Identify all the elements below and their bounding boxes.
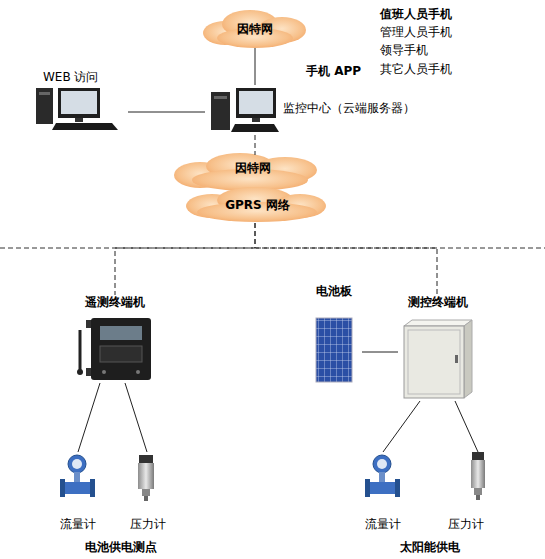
connector: [115, 223, 255, 295]
sensor-node: 压力计: [438, 452, 493, 534]
connector: [455, 401, 478, 452]
cloud-node: GPRS 网络: [190, 190, 325, 223]
flow-meter: [60, 455, 95, 497]
node-text: 测控终端机: [408, 295, 468, 310]
node-text: 监控中心（云端服务器）: [283, 101, 415, 116]
pressure-gauge: [471, 452, 485, 500]
sensor-node: 压力计: [120, 452, 175, 534]
label-text: 管理人员手机: [380, 25, 452, 40]
node-text: GPRS 网络: [225, 198, 290, 213]
connector: [383, 401, 420, 452]
control-cabinet: [404, 320, 472, 398]
flow-meter: [365, 455, 400, 497]
terminal-node: 遥测终端机: [70, 295, 160, 383]
computer-icon: [211, 88, 279, 132]
terminal-node: 测控终端机: [398, 295, 478, 401]
label-text: 手机 APP: [306, 64, 361, 79]
sensor-node: 流量计: [355, 452, 410, 534]
node-text: 电池板: [316, 284, 352, 299]
cloud-node: 因特网: [178, 155, 328, 187]
label-text: 太阳能供电: [400, 540, 460, 555]
cloud-shape: [174, 10, 326, 222]
computer-icon: [36, 88, 118, 130]
panel-node: 电池板: [306, 284, 362, 384]
label-text: 其它人员手机: [380, 62, 452, 77]
cloud-node: 因特网: [200, 10, 310, 48]
server-node: 监控中心（云端服务器）: [205, 85, 450, 135]
node-text: 流量计: [365, 517, 401, 532]
label-text: 领导手机: [380, 43, 428, 58]
node-text: 遥测终端机: [85, 295, 145, 310]
connector: [255, 135, 256, 155]
node-text: 流量计: [60, 517, 96, 532]
node-text: WEB 访问: [43, 70, 99, 85]
connector: [78, 383, 100, 452]
connector: [125, 383, 147, 452]
node-text: 压力计: [448, 517, 484, 532]
label-text: 电池供电测点: [85, 540, 157, 555]
node-text: 因特网: [235, 161, 271, 176]
node-text: 因特网: [237, 22, 273, 37]
connector: [362, 352, 398, 353]
sensor-node: 流量计: [50, 452, 105, 534]
solar-panel: [316, 318, 352, 382]
rtu-device: [77, 318, 151, 380]
pressure-gauge: [138, 455, 154, 501]
label-text: 值班人员手机: [380, 7, 452, 22]
connector: [128, 112, 205, 113]
computer-node: WEB 访问: [28, 70, 128, 132]
node-text: 压力计: [130, 517, 166, 532]
connector: [255, 48, 256, 85]
